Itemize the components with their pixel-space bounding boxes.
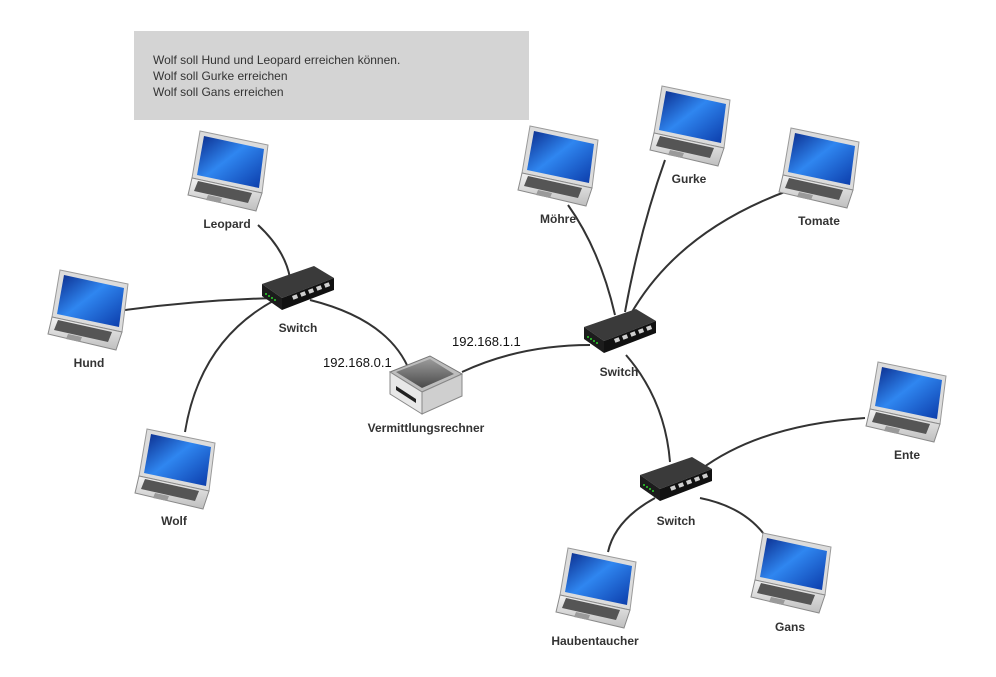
- router-icon: [389, 355, 463, 415]
- laptop-icon-gurke: [649, 85, 731, 167]
- switch-label-right-top: Switch: [599, 365, 639, 379]
- note-line-3: Wolf soll Gans erreichen: [153, 85, 284, 99]
- link-hund-switch: [124, 297, 276, 311]
- note-line-2: Wolf soll Gurke erreichen: [153, 69, 288, 83]
- link-haubentaucher-switch: [607, 497, 656, 553]
- link-router-switch: [461, 344, 591, 373]
- link-tomate-switch: [631, 189, 791, 313]
- host-label-tomate: Tomate: [798, 214, 840, 228]
- task-note: Wolf soll Hund und Leopard erreichen kön…: [134, 31, 529, 120]
- host-label-leopard: Leopard: [203, 217, 251, 231]
- laptop-icon-ente: [865, 361, 947, 443]
- ip-label-right: 192.168.1.1: [452, 334, 521, 349]
- host-label-wolf: Wolf: [161, 514, 187, 528]
- link-ente-switch: [699, 417, 866, 471]
- link-wolf-switch: [184, 299, 276, 433]
- link-moehre-switch: [567, 204, 616, 316]
- link-leopard-switch: [257, 224, 291, 279]
- switch-icon-right-bottom: [640, 457, 712, 501]
- note-line-1: Wolf soll Hund und Leopard erreichen kön…: [153, 53, 401, 67]
- link-switch-switch: [625, 354, 671, 463]
- laptop-icon-haubentaucher: [555, 547, 637, 629]
- host-label-gurke: Gurke: [671, 172, 707, 186]
- host-label-haubentaucher: Haubentaucher: [551, 634, 639, 648]
- host-label-ente: Ente: [893, 448, 921, 462]
- host-label-moehre: Möhre: [540, 212, 576, 226]
- link-gurke-switch: [624, 159, 666, 313]
- switch-label-left: Switch: [278, 321, 318, 335]
- link-switch-router: [309, 299, 411, 373]
- laptop-icon-wolf: [134, 428, 216, 510]
- laptop-icon-tomate: [778, 127, 860, 209]
- switch-label-right-bottom: Switch: [656, 514, 696, 528]
- host-label-hund: Hund: [73, 356, 105, 370]
- laptop-icon-hund: [47, 269, 129, 351]
- router-label: Vermittlungsrechner: [367, 421, 485, 435]
- laptop-icon-moehre: [517, 125, 599, 207]
- ip-label-left: 192.168.0.1: [323, 355, 392, 370]
- laptop-icon-gans: [750, 532, 832, 614]
- laptop-icon-leopard: [187, 130, 269, 212]
- links: [124, 159, 866, 561]
- host-label-gans: Gans: [774, 620, 806, 634]
- switch-icon-right-top: [584, 309, 656, 353]
